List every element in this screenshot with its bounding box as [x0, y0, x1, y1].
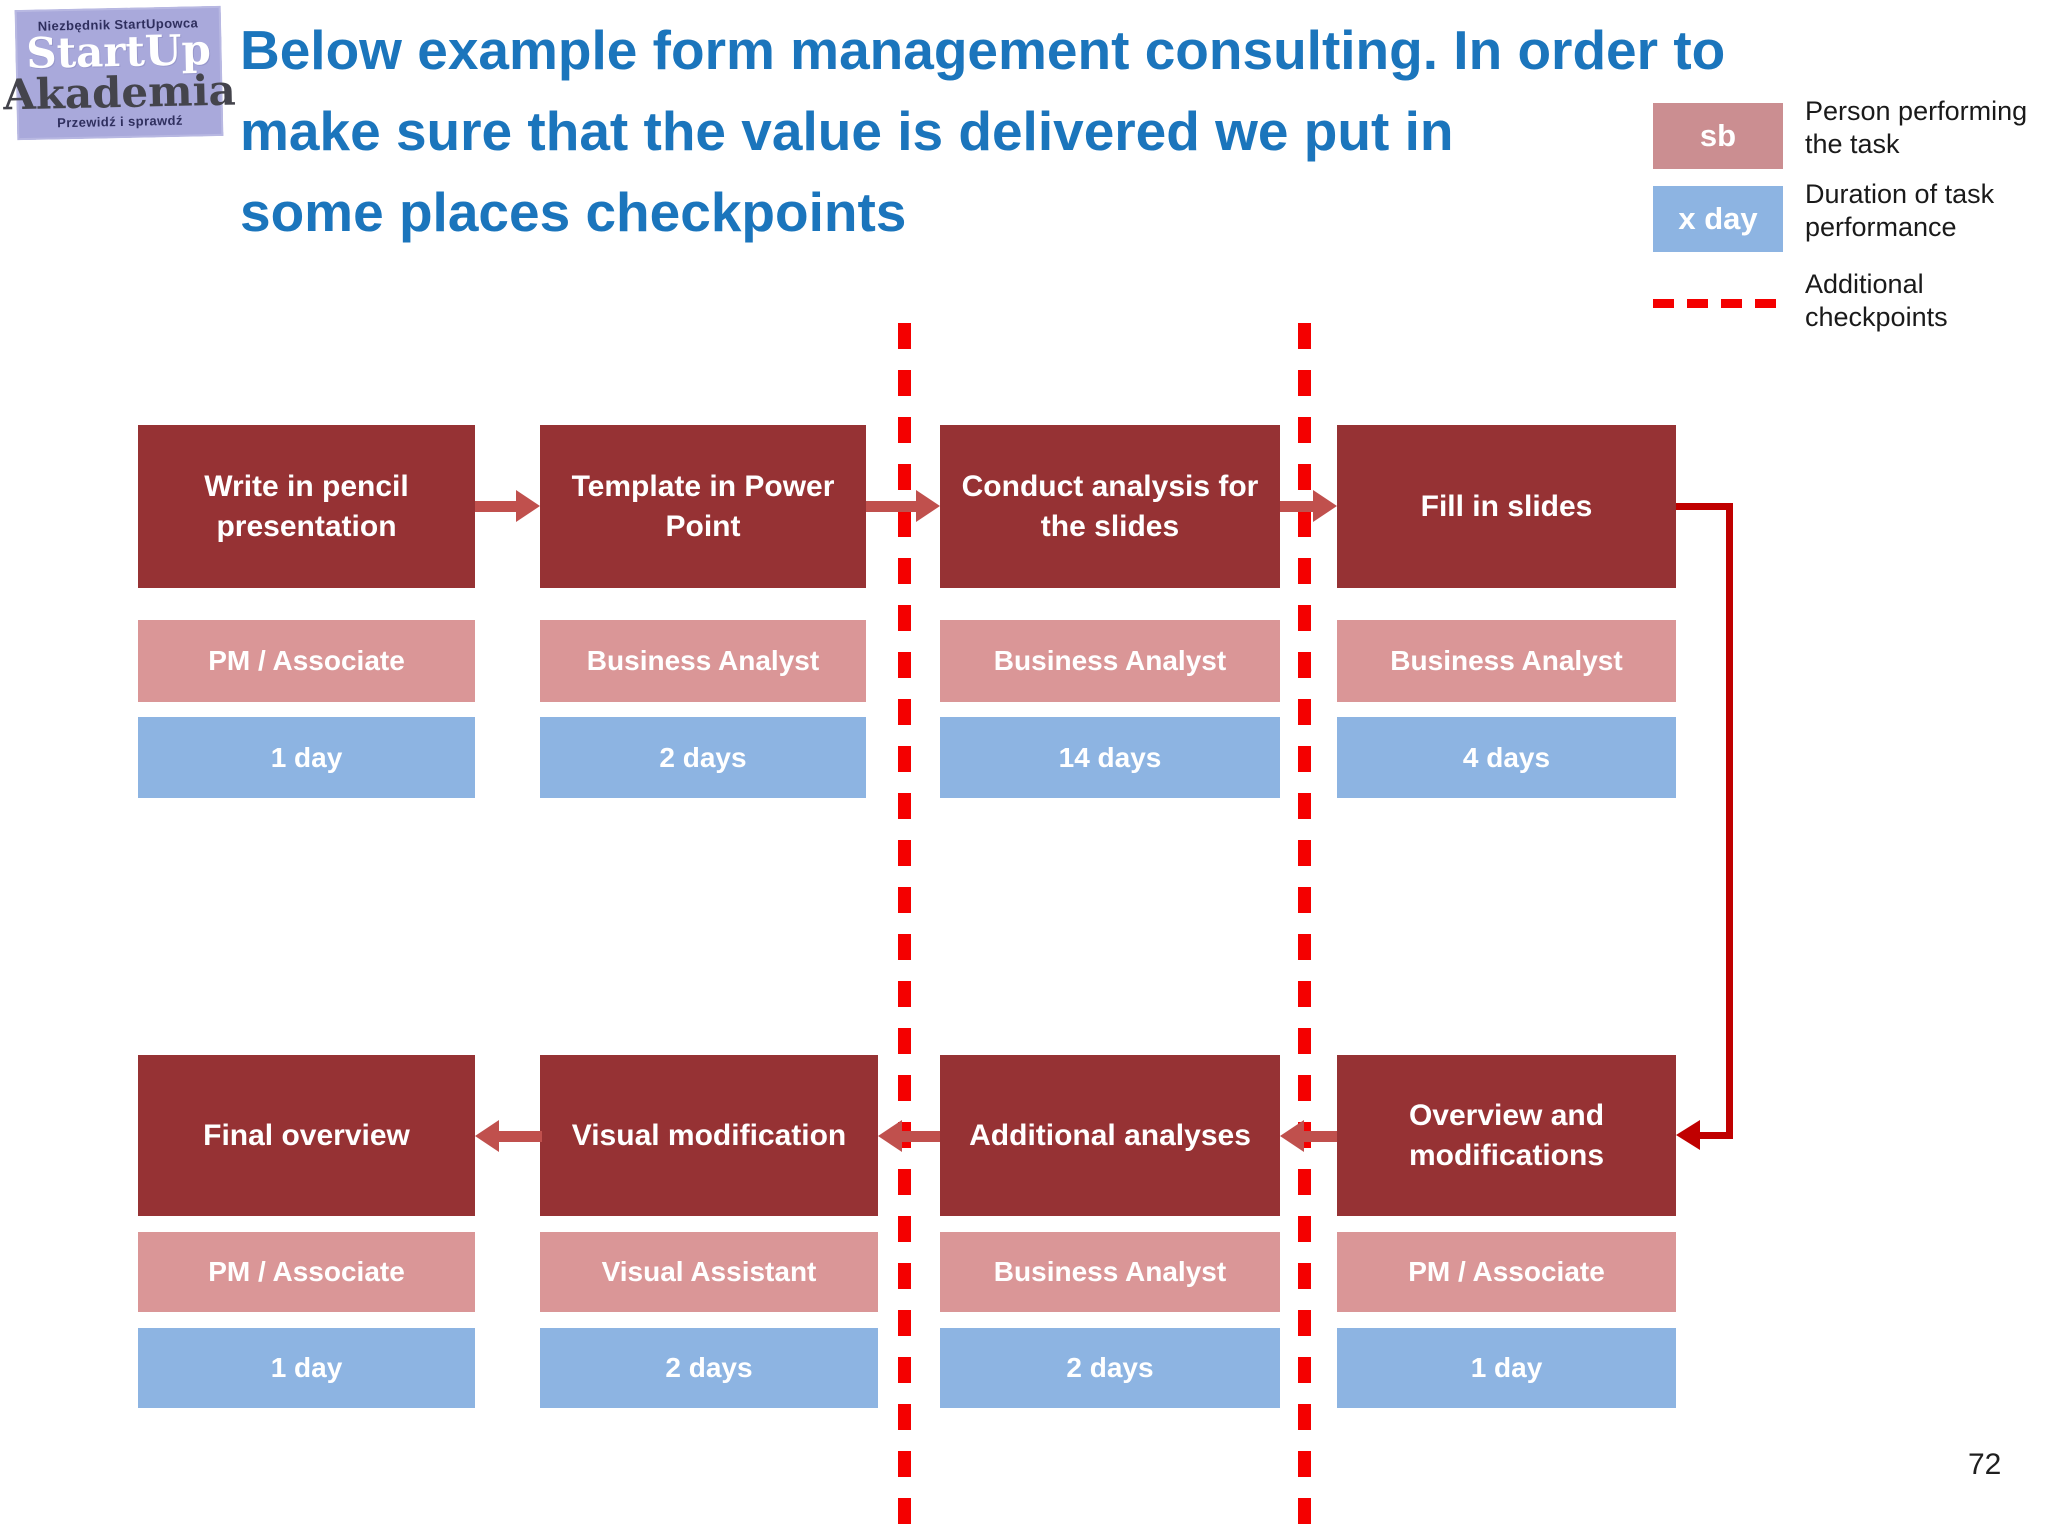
- flow-step-write-in-pencil: Write in pencil presentation PM / Associ…: [138, 0, 475, 1536]
- flow-step-template-powerpoint: Template in Power Point Business Analyst…: [540, 0, 866, 1536]
- arrow-row1-1-head-icon: [516, 490, 540, 522]
- arrow-row2-1: [1300, 1131, 1337, 1142]
- task-box: Additional analyses: [940, 1055, 1280, 1216]
- task-box: Template in Power Point: [540, 425, 866, 588]
- arrow-row1-3: [1280, 501, 1316, 512]
- arrow-row2-1-head-icon: [1280, 1120, 1304, 1152]
- duration-box: 1 day: [1337, 1328, 1676, 1408]
- checkpoint-line-1: [898, 323, 911, 1536]
- checkpoint-line-2: [1298, 323, 1311, 1536]
- legend-duration-swatch: x day: [1653, 186, 1783, 252]
- person-box: Visual Assistant: [540, 1232, 878, 1312]
- task-box: Visual modification: [540, 1055, 878, 1216]
- connector-bottom-segment: [1698, 1132, 1733, 1139]
- slide-title-line: make sure that the value is delivered we…: [240, 100, 1454, 162]
- arrow-row2-3-head-icon: [475, 1120, 499, 1152]
- connector-head-icon: [1676, 1120, 1700, 1150]
- duration-box: 2 days: [540, 1328, 878, 1408]
- arrow-row2-3: [495, 1131, 542, 1142]
- slide-title-line: Below example form management consulting…: [240, 19, 1726, 81]
- slide-title-line: some places checkpoints: [240, 181, 907, 243]
- legend-person-label: Person performing the task: [1805, 96, 2028, 159]
- duration-box: 2 days: [540, 717, 866, 798]
- duration-box: 2 days: [940, 1328, 1280, 1408]
- flow-step-conduct-analysis: Conduct analysis for the slides Business…: [940, 0, 1280, 1536]
- flow-step-fill-in-slides: Fill in slides Business Analyst 4 days: [1337, 0, 1676, 1536]
- task-box: Overview and modifications: [1337, 1055, 1676, 1216]
- flow-step-visual-modification: Visual modification Visual Assistant 2 d…: [540, 0, 878, 1536]
- task-box: Fill in slides: [1337, 425, 1676, 588]
- legend-duration-label: Duration of task performance: [1805, 179, 1995, 242]
- duration-box: 1 day: [138, 1328, 475, 1408]
- person-box: Business Analyst: [1337, 620, 1676, 702]
- flow-step-additional-analyses: Additional analyses Business Analyst 2 d…: [940, 0, 1280, 1536]
- person-box: PM / Associate: [1337, 1232, 1676, 1312]
- person-box: Business Analyst: [540, 620, 866, 702]
- person-box: Business Analyst: [940, 620, 1280, 702]
- arrow-row2-2: [898, 1131, 940, 1142]
- legend-checkpoint-label: Additional checkpoints: [1805, 269, 1948, 332]
- legend-checkpoint-dash-icon: [1653, 299, 1783, 308]
- flow-step-final-overview: Final overview PM / Associate 1 day: [138, 0, 475, 1536]
- slide-title: Below example form management consulting…: [240, 10, 1725, 253]
- duration-box: 1 day: [138, 717, 475, 798]
- flow-step-overview-modifications: Overview and modifications PM / Associat…: [1337, 0, 1676, 1536]
- person-box: Business Analyst: [940, 1232, 1280, 1312]
- task-box: Write in pencil presentation: [138, 425, 475, 588]
- connector-vertical-segment: [1726, 503, 1733, 1139]
- person-box: PM / Associate: [138, 1232, 475, 1312]
- duration-box: 4 days: [1337, 717, 1676, 798]
- connector-top-segment: [1676, 503, 1733, 510]
- arrow-row2-2-head-icon: [878, 1120, 902, 1152]
- arrow-row1-2: [866, 501, 918, 512]
- arrow-row1-1: [475, 501, 520, 512]
- legend-person-swatch: sb: [1653, 103, 1783, 169]
- task-box: Final overview: [138, 1055, 475, 1216]
- page-number: 72: [1968, 1448, 2002, 1481]
- arrow-row1-2-head-icon: [916, 490, 940, 522]
- person-box: PM / Associate: [138, 620, 475, 702]
- task-box: Conduct analysis for the slides: [940, 425, 1280, 588]
- arrow-row1-3-head-icon: [1313, 490, 1337, 522]
- duration-box: 14 days: [940, 717, 1280, 798]
